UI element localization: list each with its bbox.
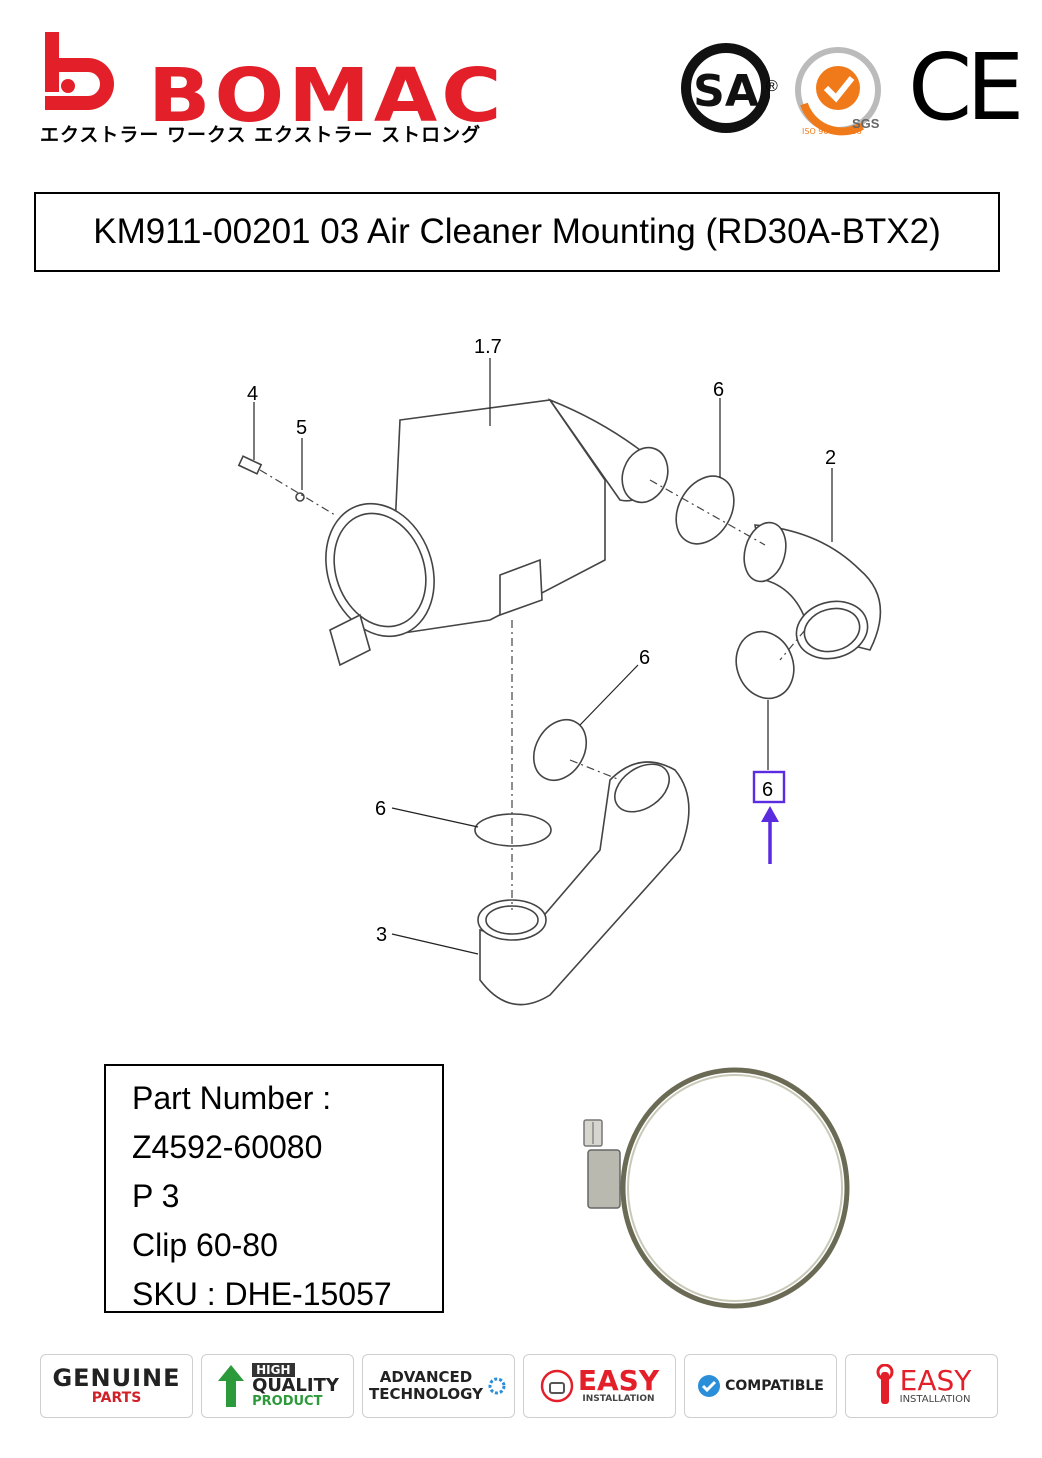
callout-washer: 5 xyxy=(296,417,307,439)
badge-genuine-l1: GENUINE xyxy=(52,1364,181,1392)
highlight-arrow-icon xyxy=(761,806,779,822)
air-cleaner-body xyxy=(325,398,669,667)
check-circle-icon xyxy=(698,1375,721,1397)
badge-quality-l2: QUALITY xyxy=(252,1375,339,1396)
brand-name: BOMAC xyxy=(148,53,506,140)
badge-easy-installation-2: EASY INSTALLATION xyxy=(845,1354,998,1418)
csa-icon: SA xyxy=(681,43,770,133)
callout-clamp-left: 6 xyxy=(375,798,386,820)
badge-quality-l3: PRODUCT xyxy=(252,1394,323,1409)
iso-certification-icon: ISO 9001:2008 xyxy=(795,47,881,136)
badge-easy-installation: EASY INSTALLATION xyxy=(523,1354,676,1418)
bomac-logo: BOMAC エクストラー ワークス エクストラー ストロング xyxy=(40,28,520,153)
badge-easy2-l2: INSTALLATION xyxy=(899,1393,971,1405)
badge-easy-l1: EASY xyxy=(577,1363,660,1397)
clamp-upper-left xyxy=(532,719,588,781)
badge-advanced-technology: ADVANCED TECHNOLOGY xyxy=(362,1354,515,1418)
csa-mark: SA xyxy=(693,66,759,117)
callout-clamp-highlight: 6 xyxy=(762,779,773,801)
thumbs-up-icon xyxy=(540,1369,574,1403)
elbow-hose xyxy=(743,521,882,660)
brand-tagline: エクストラー ワークス エクストラー ストロング xyxy=(40,124,482,146)
highlight-box xyxy=(752,770,786,804)
hose-clamp-photo xyxy=(583,1067,850,1309)
badge-compatible: COMPATIBLE xyxy=(684,1354,837,1418)
certification-logos: SA ® ISO 9001:2008 SGS CE xyxy=(680,40,1024,140)
badge-adv-l1: ADVANCED xyxy=(379,1368,473,1386)
ce-mark: CE xyxy=(908,34,1024,141)
clamp-lower-left xyxy=(474,813,552,847)
bomac-emblem-icon xyxy=(45,32,114,110)
badge-easy2-l1: EASY xyxy=(899,1363,972,1397)
part-position: P 3 xyxy=(132,1178,180,1214)
part-info-box: Part Number : Z4592-60080 P 3 Clip 60-80… xyxy=(104,1064,444,1313)
badge-genuine-l2: PARTS xyxy=(91,1390,142,1406)
wrench-icon xyxy=(876,1364,894,1404)
callout-bolt: 4 xyxy=(247,383,258,405)
part-sku: SKU : DHE-15057 xyxy=(132,1276,392,1312)
gear-icon xyxy=(488,1377,506,1395)
page-title: KM911-00201 03 Air Cleaner Mounting (RD3… xyxy=(93,212,941,251)
title-box: KM911-00201 03 Air Cleaner Mounting (RD3… xyxy=(34,192,1000,272)
part-number-value: Z4592-60080 xyxy=(132,1129,323,1165)
registered-mark: ® xyxy=(766,78,778,95)
callout-clamp-mid: 6 xyxy=(639,647,650,669)
exploded-parts-diagram: 1.7 4 5 6 2 6 6 3 6 xyxy=(237,336,882,1006)
badge-genuine-parts: GENUINE PARTS xyxy=(40,1354,193,1418)
callout-pipe: 3 xyxy=(376,924,387,946)
sgs-label: SGS xyxy=(852,116,880,131)
pipe-hose xyxy=(477,761,690,1006)
badge-quality-l1: HIGH xyxy=(252,1363,295,1377)
part-number-label: Part Number : xyxy=(132,1080,332,1116)
callout-air-cleaner: 1.7 xyxy=(474,336,502,358)
bolt-washer xyxy=(237,455,305,502)
callout-elbow: 2 xyxy=(825,447,836,469)
badge-compat-l1: COMPATIBLE xyxy=(725,1378,824,1394)
badge-adv-l2: TECHNOLOGY xyxy=(369,1385,483,1403)
callout-clamp-top: 6 xyxy=(713,379,724,401)
iso-text: ISO 9001:2008 xyxy=(802,127,862,136)
clamp-mid xyxy=(735,630,795,700)
up-arrow-icon xyxy=(218,1365,245,1407)
badge-easy-l2: INSTALLATION xyxy=(582,1393,655,1404)
feature-badges: GENUINE PARTS HIGH QUALITY PRODUCT ADVAN… xyxy=(40,1354,1002,1420)
part-description: Clip 60-80 xyxy=(132,1227,278,1263)
badge-high-quality: HIGH QUALITY PRODUCT xyxy=(201,1354,354,1418)
clamp-top xyxy=(675,475,735,545)
